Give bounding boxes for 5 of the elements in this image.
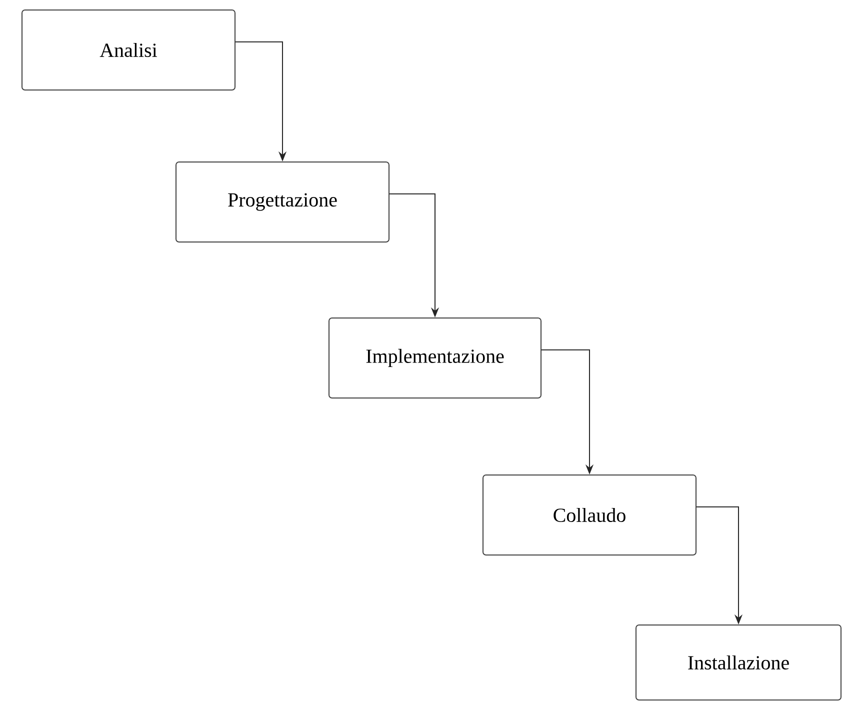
process-box: Progettazione xyxy=(176,162,390,242)
process-box: Collaudo xyxy=(482,474,696,556)
process-box: Implementazione xyxy=(328,318,542,398)
process-box: Analisi xyxy=(22,10,236,90)
process-box: Installazione xyxy=(636,624,842,700)
